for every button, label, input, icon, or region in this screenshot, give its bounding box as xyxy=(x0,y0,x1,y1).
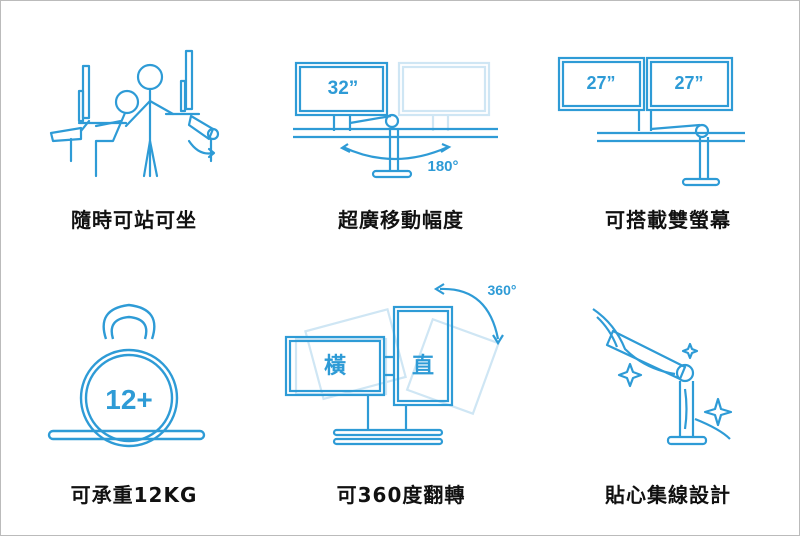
screen-size-right: 27” xyxy=(674,73,703,93)
feature-cable-management: 貼心集線設計 xyxy=(535,269,799,535)
weight-badge-text: 12+ xyxy=(105,384,153,415)
feature-label: 可承重12KG xyxy=(70,483,198,507)
landscape-text: 橫 xyxy=(324,353,346,378)
swivel-range-icon: 32” 180° xyxy=(293,61,498,179)
feature-label: 超廣移動幅度 xyxy=(338,208,464,232)
sit-stand-icon xyxy=(49,49,220,178)
feature-dual-monitor: 27” 27” 可搭載雙螢幕 xyxy=(535,1,799,269)
rotate-icon: 360° 橫 直 xyxy=(284,282,517,446)
feature-label: 可360度翻轉 xyxy=(336,483,466,507)
dual-monitor-icon: 27” 27” xyxy=(557,56,745,187)
screen-size-left: 27” xyxy=(586,73,615,93)
feature-sit-stand: 隨時可站可坐 xyxy=(1,1,267,269)
feature-label: 貼心集線設計 xyxy=(605,483,731,507)
feature-label: 隨時可站可坐 xyxy=(71,208,197,232)
feature-swivel-range: 32” 180° 超廣移動幅度 xyxy=(268,1,534,269)
portrait-text: 直 xyxy=(412,353,434,378)
screen-size-text: 32” xyxy=(328,78,359,99)
feature-rotation: 360° 橫 直 可360度翻轉 xyxy=(268,269,534,535)
feature-label: 可搭載雙螢幕 xyxy=(605,208,731,232)
feature-load-capacity: 12+ 可承重12KG xyxy=(1,269,267,535)
kettlebell-icon: 12+ xyxy=(47,303,206,448)
angle-text: 360° xyxy=(488,282,517,298)
cable-management-icon xyxy=(592,308,733,446)
angle-text: 180° xyxy=(427,158,458,175)
